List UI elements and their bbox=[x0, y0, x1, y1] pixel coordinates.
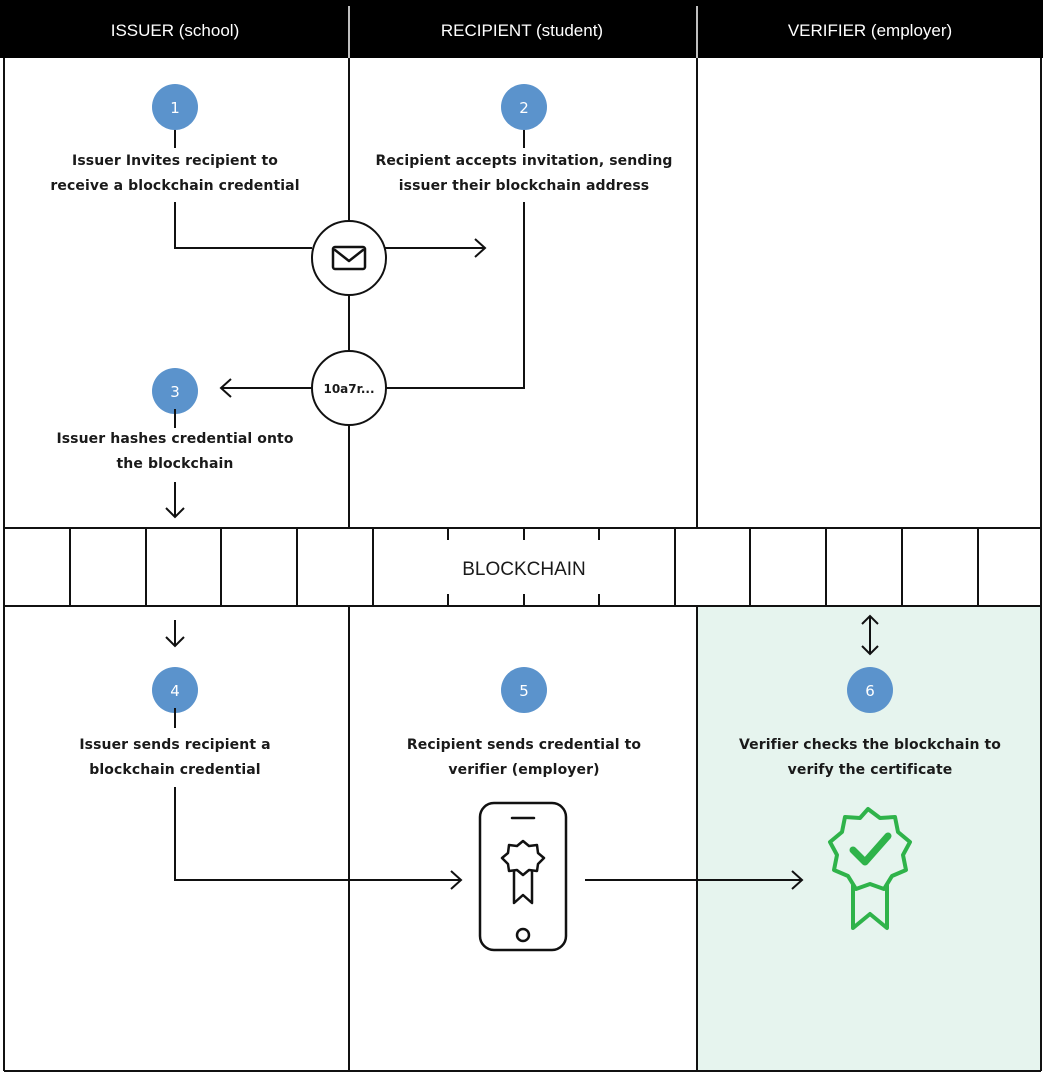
step-2-text-line1: Recipient accepts invitation, sending bbox=[375, 153, 672, 169]
header-bar bbox=[0, 0, 1043, 58]
address-arrow-head bbox=[219, 378, 232, 398]
column-header-recipient: RECIPIENT (student) bbox=[441, 21, 603, 40]
smartphone-icon bbox=[478, 801, 568, 952]
blockchain-address: 10a7r... bbox=[323, 382, 374, 396]
address-node bbox=[311, 350, 387, 426]
step-4-marker bbox=[152, 667, 198, 713]
step-2-text-line2: issuer their blockchain address bbox=[399, 178, 650, 194]
step-4-number: 4 bbox=[170, 682, 180, 700]
step-6-text-line2: verify the certificate bbox=[788, 762, 953, 778]
step-5-text-line1: Recipient sends credential to bbox=[407, 737, 642, 753]
send-credential-connector bbox=[174, 787, 460, 881]
step-3-number: 3 bbox=[170, 383, 180, 401]
step-2-marker bbox=[501, 84, 547, 130]
send-credential-arrow-head bbox=[450, 870, 463, 890]
hash-arrow-head bbox=[165, 507, 185, 519]
step-4-top-arrow-head bbox=[165, 636, 185, 648]
award-ribbon-icon bbox=[500, 839, 546, 905]
column-header-issuer: ISSUER (school) bbox=[111, 21, 239, 40]
blockchain-band bbox=[4, 527, 1041, 607]
invite-connector bbox=[174, 202, 312, 249]
to-verifier-arrow-head bbox=[791, 870, 804, 890]
step-3-marker bbox=[152, 368, 198, 414]
invite-arrow-head bbox=[474, 238, 487, 258]
step-5-marker bbox=[501, 667, 547, 713]
verify-double-arrow bbox=[861, 614, 879, 656]
blockchain-label: BLOCKCHAIN bbox=[462, 559, 586, 580]
step-6-text-line1: Verifier checks the blockchain to bbox=[739, 737, 1001, 753]
step-4-text-line1: Issuer sends recipient a bbox=[79, 737, 270, 753]
step-6-number: 6 bbox=[865, 682, 875, 700]
address-connector bbox=[386, 202, 525, 389]
step-3-text-line2: the blockchain bbox=[117, 456, 234, 472]
envelope-node bbox=[311, 220, 387, 296]
step-4-text-line2: blockchain credential bbox=[89, 762, 260, 778]
step-5-number: 5 bbox=[519, 682, 529, 700]
step-1-number: 1 bbox=[170, 99, 180, 117]
step-2-number: 2 bbox=[519, 99, 529, 117]
step-1-text-line2: receive a blockchain credential bbox=[50, 178, 299, 194]
step-6-marker bbox=[847, 667, 893, 713]
step-5-text-line2: verifier (employer) bbox=[448, 762, 599, 778]
step-1-text-line1: Issuer Invites recipient to bbox=[72, 153, 278, 169]
step-1-marker bbox=[152, 84, 198, 130]
column-header-verifier: VERIFIER (employer) bbox=[788, 21, 952, 40]
envelope-icon bbox=[331, 245, 367, 271]
step-3-text-line1: Issuer hashes credential onto bbox=[56, 431, 293, 447]
verified-badge-icon bbox=[828, 807, 912, 930]
